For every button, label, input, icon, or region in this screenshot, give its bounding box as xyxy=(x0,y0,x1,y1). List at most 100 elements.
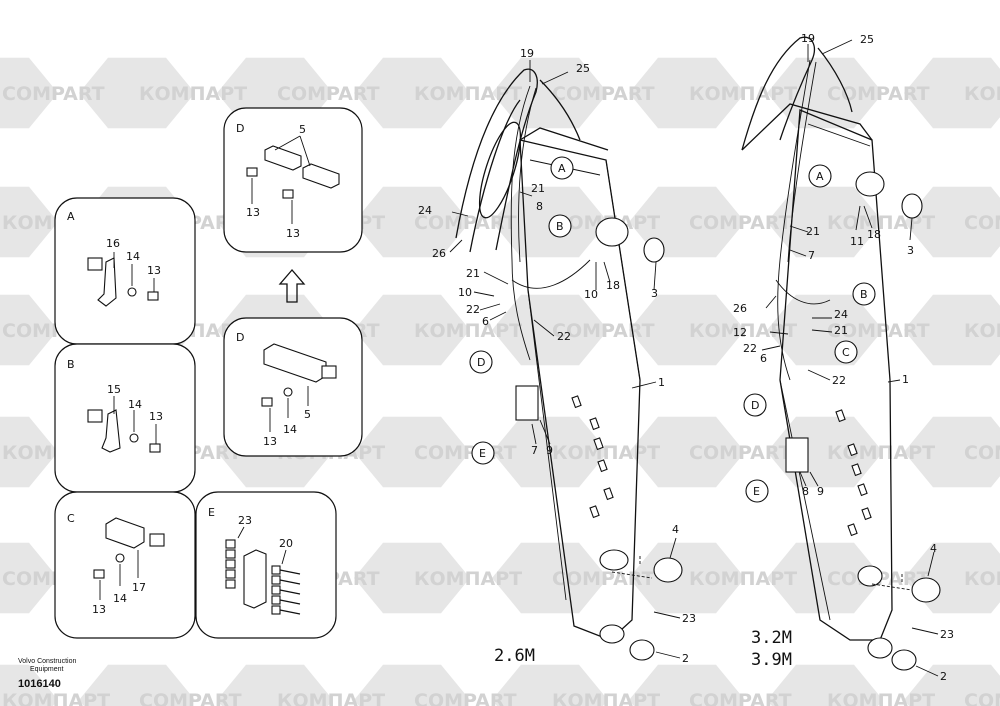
detail-box-a: A 16 14 13 xyxy=(54,197,196,345)
part-label: 19 xyxy=(520,47,534,60)
callout-circle xyxy=(834,340,858,364)
watermark-text: COMPART xyxy=(689,690,792,706)
detail-box-b: B 15 14 13 xyxy=(54,343,196,493)
watermark-hex xyxy=(629,664,745,706)
watermark-hex xyxy=(767,57,883,129)
bolt-shank xyxy=(279,609,301,615)
bolt-head-icon xyxy=(271,605,281,615)
watermark-hex xyxy=(767,186,883,258)
nut-icon xyxy=(225,539,236,549)
boom-size-label: 2.6M xyxy=(494,646,535,666)
watermark-hex xyxy=(629,416,745,488)
part-label: 7 xyxy=(531,444,538,457)
part-label: 22 xyxy=(466,303,480,316)
part-label: 4 xyxy=(672,523,679,536)
part-label: 17 xyxy=(132,581,146,594)
drawing-number: 1016140 xyxy=(18,678,61,690)
part-label: 20 xyxy=(279,537,293,550)
part-label: 10 xyxy=(458,286,472,299)
callout-circle xyxy=(808,164,832,188)
watermark-text: COMPART xyxy=(964,690,1000,706)
part-label: 15 xyxy=(107,383,121,396)
watermark-text: COMPART xyxy=(689,442,792,464)
watermark-text: COMPART xyxy=(552,83,655,105)
watermark-text: КОМПАРТ xyxy=(414,83,522,105)
part-label: 8 xyxy=(802,485,809,498)
watermark-hex xyxy=(354,416,470,488)
callout-letter: D xyxy=(751,399,759,412)
watermark-text: КОМПАРТ xyxy=(552,442,660,464)
part-label: 13 xyxy=(149,410,163,423)
watermark-hex xyxy=(492,542,608,614)
watermark-hex xyxy=(629,294,745,366)
part-label: 16 xyxy=(106,237,120,250)
watermark-text: COMPART xyxy=(552,320,655,342)
watermark-hex xyxy=(0,57,58,129)
watermark-hex xyxy=(217,664,333,706)
detail-box-d-mid: D 5 14 13 xyxy=(223,317,363,457)
nut-icon xyxy=(225,549,236,559)
watermark-text: КОМПАРТ xyxy=(964,568,1000,590)
detail-letter: D xyxy=(236,331,244,344)
bolt-shank xyxy=(279,579,301,585)
part-label: 4 xyxy=(930,542,937,555)
watermark-text: COMPART xyxy=(414,212,517,234)
watermark-text: КОМПАРТ xyxy=(689,568,797,590)
watermark-text: КОМПАРТ xyxy=(964,83,1000,105)
slot xyxy=(851,463,862,477)
part-label: 26 xyxy=(733,302,747,315)
detail-letter: C xyxy=(67,512,75,525)
part-label: 11 xyxy=(850,235,864,248)
slot xyxy=(847,443,858,457)
part-label: 13 xyxy=(92,603,106,616)
callout-letter: A xyxy=(558,162,566,175)
watermark-hex xyxy=(354,186,470,258)
slot xyxy=(603,487,614,501)
watermark-hex xyxy=(354,664,470,706)
callout-letter: C xyxy=(842,346,850,359)
watermark-text: COMPART xyxy=(552,568,655,590)
part-label: 25 xyxy=(860,33,874,46)
bolt-head-icon xyxy=(271,565,281,575)
part-label: 14 xyxy=(283,423,297,436)
detail-letter: A xyxy=(67,210,75,223)
nut-icon xyxy=(225,559,236,569)
company-name: Equipment xyxy=(30,666,64,673)
part-label: 3 xyxy=(907,244,914,257)
watermark-text: COMPART xyxy=(139,690,242,706)
slot xyxy=(589,417,600,431)
part-label: 9 xyxy=(546,444,553,457)
watermark-text: КОМПАРТ xyxy=(827,690,935,706)
slot xyxy=(857,483,868,497)
detail-letter: D xyxy=(236,122,244,135)
watermark-text: КОМПАРТ xyxy=(277,690,385,706)
watermark-text: COMPART xyxy=(827,320,930,342)
callout-letter: E xyxy=(753,485,760,498)
bolt-shank xyxy=(279,599,301,605)
callout-circle xyxy=(743,393,767,417)
detail-box-d-top: D 5 13 13 xyxy=(223,107,363,253)
part-label: 14 xyxy=(126,250,140,263)
slot xyxy=(593,437,604,451)
part-label: 24 xyxy=(834,308,848,321)
watermark-hex xyxy=(0,294,58,366)
watermark-text: КОМПАРТ xyxy=(689,320,797,342)
part-label: 21 xyxy=(806,225,820,238)
callout-circle xyxy=(471,441,495,465)
part-label: 13 xyxy=(286,227,300,240)
part-label: 23 xyxy=(682,612,696,625)
part-label: 26 xyxy=(432,247,446,260)
watermark-text: COMPART xyxy=(689,212,792,234)
callout-circle xyxy=(469,350,493,374)
part-label: 3 xyxy=(651,287,658,300)
part-label: 1 xyxy=(658,376,665,389)
watermark-hex xyxy=(0,416,58,488)
watermark-hex xyxy=(629,57,745,129)
part-label: 23 xyxy=(940,628,954,641)
watermark-hex xyxy=(767,542,883,614)
watermark-text: КОМПАРТ xyxy=(689,83,797,105)
callout-letter: D xyxy=(477,356,485,369)
part-label: 6 xyxy=(760,352,767,365)
